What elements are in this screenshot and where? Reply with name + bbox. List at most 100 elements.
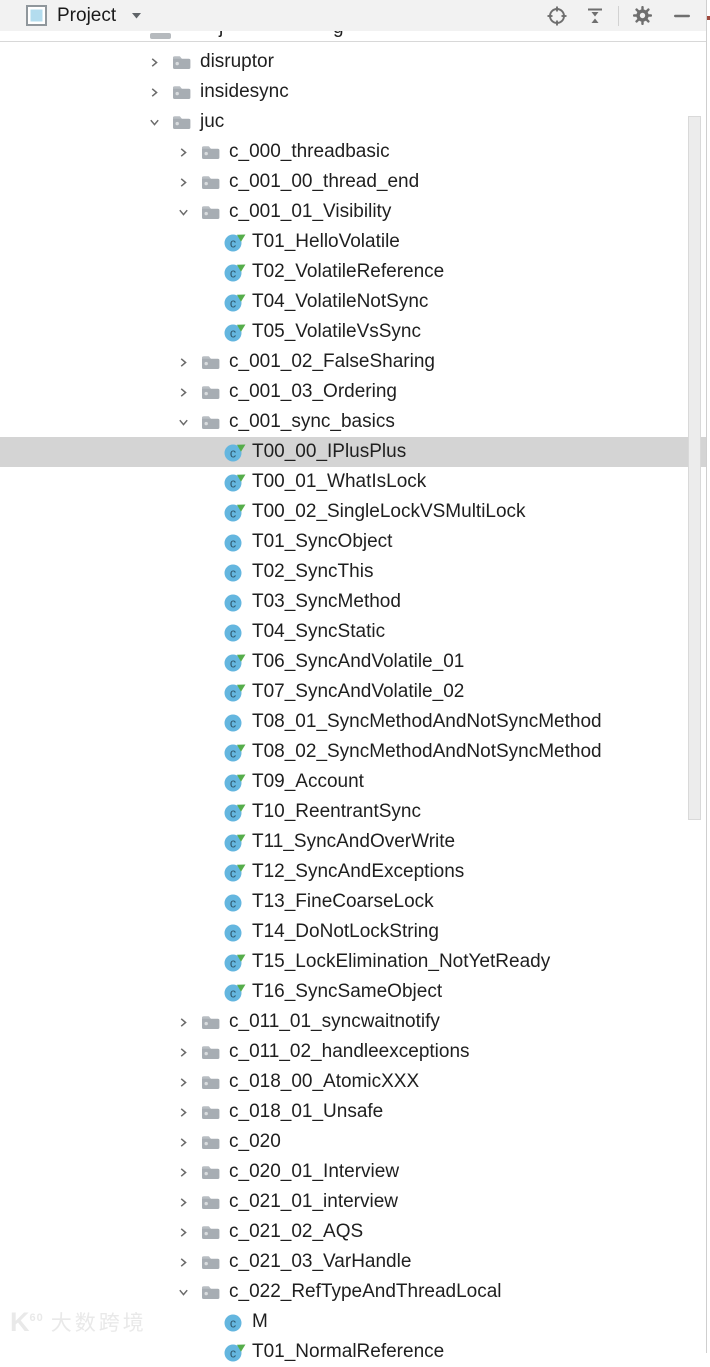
tree-item-insidesync[interactable]: insidesync [0,77,706,107]
svg-text:c: c [230,236,236,250]
vertical-scrollbar-thumb[interactable] [688,116,701,820]
class-icon: c [223,891,247,913]
chevron-right-icon[interactable] [175,357,191,368]
chevron-down-icon[interactable] [130,11,143,20]
svg-text:c: c [230,866,236,880]
gear-icon[interactable] [631,5,653,27]
chevron-down-icon[interactable] [146,117,162,128]
tree-item-label: T00_01_WhatIsLock [252,471,427,492]
chevron-right-icon[interactable] [175,147,191,158]
chevron-down-icon[interactable] [175,1287,191,1298]
chevron-right-icon[interactable] [175,1227,191,1238]
chevron-right-icon[interactable] [175,1017,191,1028]
runnable-class-icon: c [223,651,247,673]
tree-item-T00_01_WhatIsLock[interactable]: c T00_01_WhatIsLock [0,467,706,497]
tree-item-label: c_018_01_Unsafe [229,1101,384,1122]
tree-item-disruptor[interactable]: disruptor [0,47,706,77]
runnable-class-icon: c [223,231,247,253]
tree-item-c_018_01_Unsafe[interactable]: c_018_01_Unsafe [0,1097,706,1127]
tree-item-label: c_000_threadbasic [229,141,390,162]
chevron-down-icon[interactable] [175,417,191,428]
tree-item-c_011_02_handleexceptions[interactable]: c_011_02_handleexceptions [0,1037,706,1067]
tree-item-T01_HelloVolatile[interactable]: c T01_HelloVolatile [0,227,706,257]
tree-item-label: T01_HelloVolatile [252,231,400,252]
svg-text:c: c [230,986,236,1000]
clipped-glyph: j [219,31,223,39]
chevron-right-icon[interactable] [175,1107,191,1118]
package-folder-icon [201,1255,220,1270]
tree-item-c_001_03_Ordering[interactable]: c_001_03_Ordering [0,377,706,407]
panel-right-border [706,0,707,1353]
chevron-right-icon[interactable] [175,387,191,398]
panel-title[interactable]: Project [57,4,117,26]
tree-item-c_021_02_AQS[interactable]: c_021_02_AQS [0,1217,706,1247]
tree-item-label: c_011_02_handleexceptions [229,1041,470,1062]
tree-item-c_022_RefTypeAndThreadLocal[interactable]: c_022_RefTypeAndThreadLocal [0,1277,706,1307]
chevron-right-icon[interactable] [175,1197,191,1208]
tree-item-c_020[interactable]: c_020 [0,1127,706,1157]
tree-item-label: T14_DoNotLockString [252,921,439,942]
tree-item-label: T01_SyncObject [252,531,393,552]
svg-text:c: c [230,1346,236,1360]
clipped-folder-icon [150,33,171,39]
tree-item-c_011_01_syncwaitnotify[interactable]: c_011_01_syncwaitnotify [0,1007,706,1037]
svg-text:c: c [230,506,236,520]
chevron-right-icon[interactable] [175,1167,191,1178]
chevron-right-icon[interactable] [175,1077,191,1088]
chevron-down-icon[interactable] [175,207,191,218]
svg-text:c: c [230,296,236,310]
chevron-right-icon[interactable] [146,57,162,68]
package-folder-icon [201,415,220,430]
chevron-right-icon[interactable] [175,1047,191,1058]
tree-item-juc[interactable]: juc [0,107,706,137]
chevron-right-icon[interactable] [175,1257,191,1268]
tree-item-c_020_01_Interview[interactable]: c_020_01_Interview [0,1157,706,1187]
tree-item-label: c_011_01_syncwaitnotify [229,1011,440,1032]
tree-item-c_021_01_interview[interactable]: c_021_01_interview [0,1187,706,1217]
minus-icon[interactable] [671,5,693,27]
tree-item-c_021_03_VarHandle[interactable]: c_021_03_VarHandle [0,1247,706,1277]
tree-item-c_001_02_FalseSharing[interactable]: c_001_02_FalseSharing [0,347,706,377]
runnable-class-icon: c [223,261,247,283]
class-icon: c [223,591,247,613]
tree-item-c_001_00_thread_end[interactable]: c_001_00_thread_end [0,167,706,197]
crosshair-icon[interactable] [546,5,568,27]
collapse-all-icon[interactable] [584,5,606,27]
tree-item-c_018_00_AtomicXXX[interactable]: c_018_00_AtomicXXX [0,1067,706,1097]
tree-item-label: c_022_RefTypeAndThreadLocal [229,1281,502,1302]
chevron-right-icon[interactable] [146,87,162,98]
runnable-class-icon: c [223,681,247,703]
class-icon: c [223,1311,247,1333]
package-folder-icon [201,1225,220,1240]
tree-item-c_001_sync_basics[interactable]: c_001_sync_basics [0,407,706,437]
chevron-right-icon[interactable] [175,177,191,188]
package-folder-icon [201,1015,220,1030]
tree-item-c_001_01_Visibility[interactable]: c_001_01_Visibility [0,197,706,227]
svg-text:c: c [230,476,236,490]
chevron-right-icon[interactable] [175,1137,191,1148]
tree-item-c_000_threadbasic[interactable]: c_000_threadbasic [0,137,706,167]
